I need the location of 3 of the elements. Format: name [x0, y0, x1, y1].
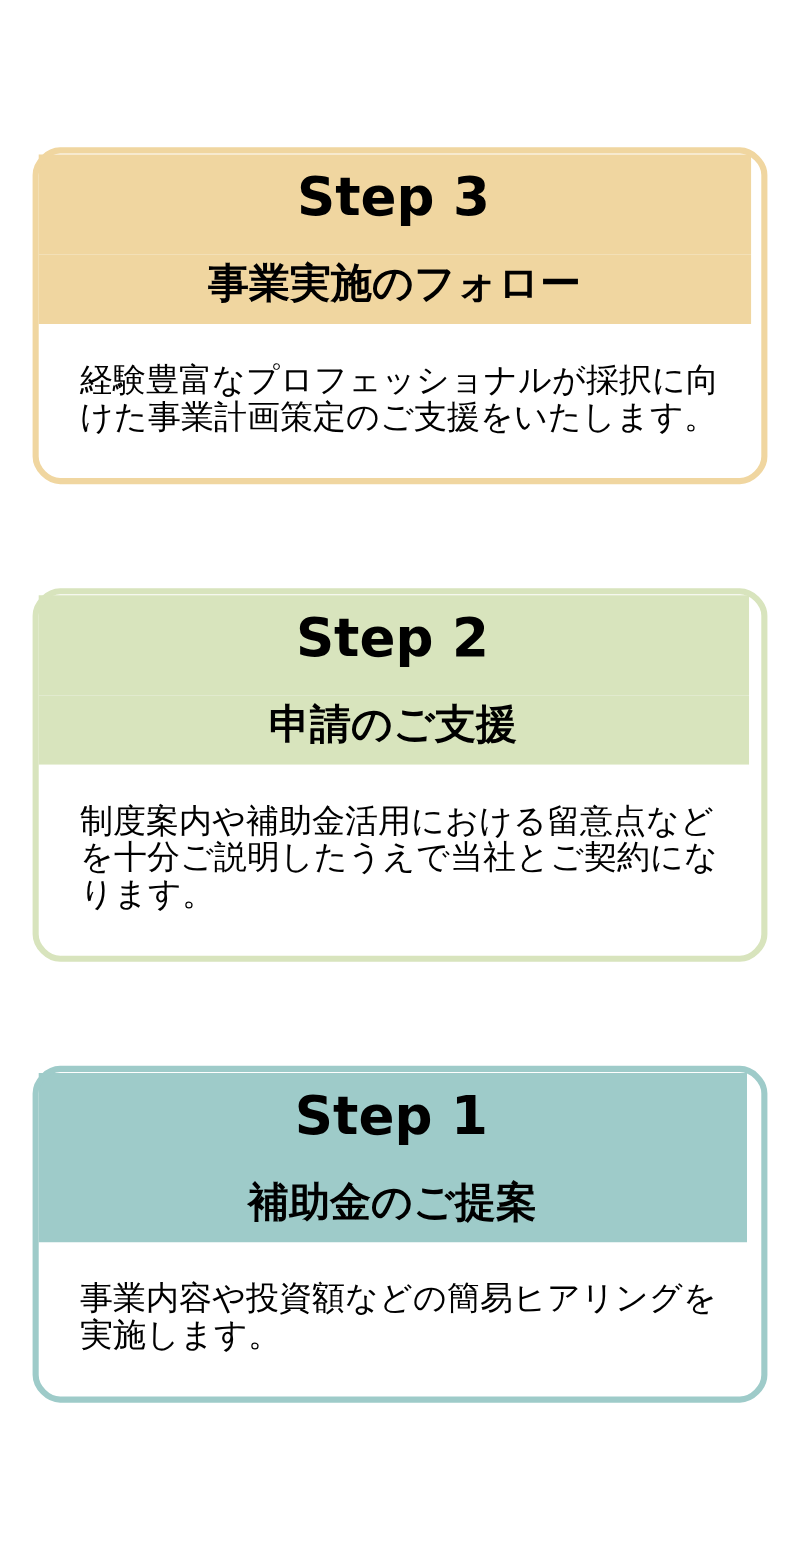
node-box: Step 2 申請のご支援 制度案内や補助金活用における留意点などを十分ご説明したうえで当社とご契約になります。 [32, 588, 768, 962]
node-box: Step 3 事業実施のフォロー 経験豊富なプロフェッショナルが採択に向けた事業計画策定のご支援をいたします。 [32, 147, 768, 485]
node-box: Step 1 補助金のご提案 事業内容や投資額などの簡易ヒアリングを実施します。 [32, 1065, 768, 1403]
